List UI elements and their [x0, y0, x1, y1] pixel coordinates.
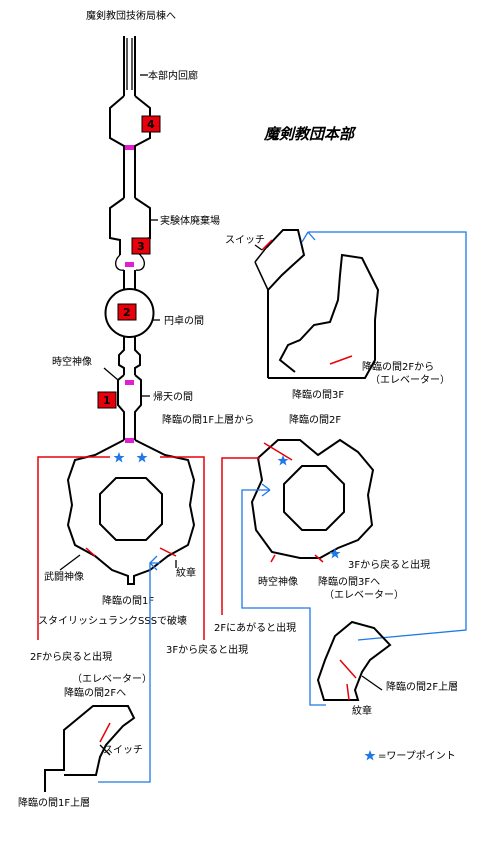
hall-1f	[66, 439, 196, 585]
room-marker-4: 4	[141, 115, 161, 133]
room-marker-1: 1	[97, 391, 117, 409]
label-switch-3f: スイッチ	[225, 234, 265, 246]
svg-text:4: 4	[147, 118, 155, 131]
door-marker	[125, 145, 134, 150]
label-top-exit: 魔剣教団技術局棟へ	[86, 9, 176, 22]
label-emblem-1f: 紋章	[176, 566, 196, 579]
label-switch-bl: スイッチ	[103, 744, 143, 756]
label-disposal: 実験体廃棄場	[160, 214, 220, 227]
room-marker-3: 3	[131, 237, 151, 255]
door-marker	[125, 438, 134, 443]
door-marker	[125, 262, 134, 267]
label-to-3f-elev: （エレベーター）	[324, 589, 404, 601]
label-stylish: スタイリッシュランクSSSで破壊	[38, 614, 187, 627]
warp-point-legend-icon	[364, 750, 376, 761]
label-to-2f-bl: 降臨の間2Fへ	[64, 686, 126, 699]
label-hall-2f-upper: 降臨の間2F上層	[386, 680, 458, 693]
label-hall-1f: 降臨の間1F	[102, 594, 154, 607]
label-from-2f: 降臨の間2Fから	[362, 360, 434, 373]
svg-text:2: 2	[123, 306, 131, 319]
map-title: 魔剣教団本部	[263, 125, 357, 143]
label-time-statue-2f: 時空神像	[258, 575, 298, 588]
hall-2f	[250, 438, 375, 563]
label-from-2f-elev: （エレベーター）	[370, 374, 450, 386]
label-elev-bl: （エレベーター）	[72, 673, 152, 685]
label-from-3f-appear: 3Fから戻ると出現	[166, 643, 248, 656]
label-from-2f-appear: 2Fから戻ると出現	[30, 650, 112, 663]
hall-2f-upper	[316, 620, 392, 701]
label-from-3f-appear-r: 3Fから戻ると出現	[348, 558, 430, 571]
legend-text: =ワープポイント	[378, 750, 456, 762]
warp-star-icon	[329, 548, 341, 559]
hall-3f	[254, 229, 380, 379]
label-war-statue: 武闘神像	[44, 570, 84, 583]
door-marker	[125, 380, 134, 385]
label-corridor: 本部内回廊	[148, 69, 198, 82]
svg-text:3: 3	[137, 240, 145, 253]
warp-star-icon	[113, 452, 125, 463]
label-hall-1f-upper-from: 降臨の間1F上層から	[162, 413, 254, 426]
label-go-2f-appear: 2Fにあがると出現	[214, 621, 296, 634]
label-hall-3f: 降臨の間3F	[292, 388, 344, 401]
hall-1f-upper	[44, 705, 136, 792]
label-time-statue: 時空神像	[52, 355, 92, 368]
label-hall-2f: 降臨の間2F	[289, 413, 341, 426]
label-return-hall: 帰天の間	[153, 390, 193, 403]
svg-text:1: 1	[103, 394, 111, 407]
room-marker-2: 2	[117, 303, 137, 321]
label-hall-1f-upper: 降臨の間1F上層	[18, 796, 90, 809]
label-to-3f: 降臨の間3Fへ	[318, 575, 380, 588]
warp-star-icon	[136, 452, 148, 463]
label-emblem-2f: 紋章	[352, 704, 372, 717]
warp-star-icon	[277, 455, 289, 466]
main-column	[104, 36, 155, 443]
label-round-table: 円卓の間	[164, 315, 204, 327]
